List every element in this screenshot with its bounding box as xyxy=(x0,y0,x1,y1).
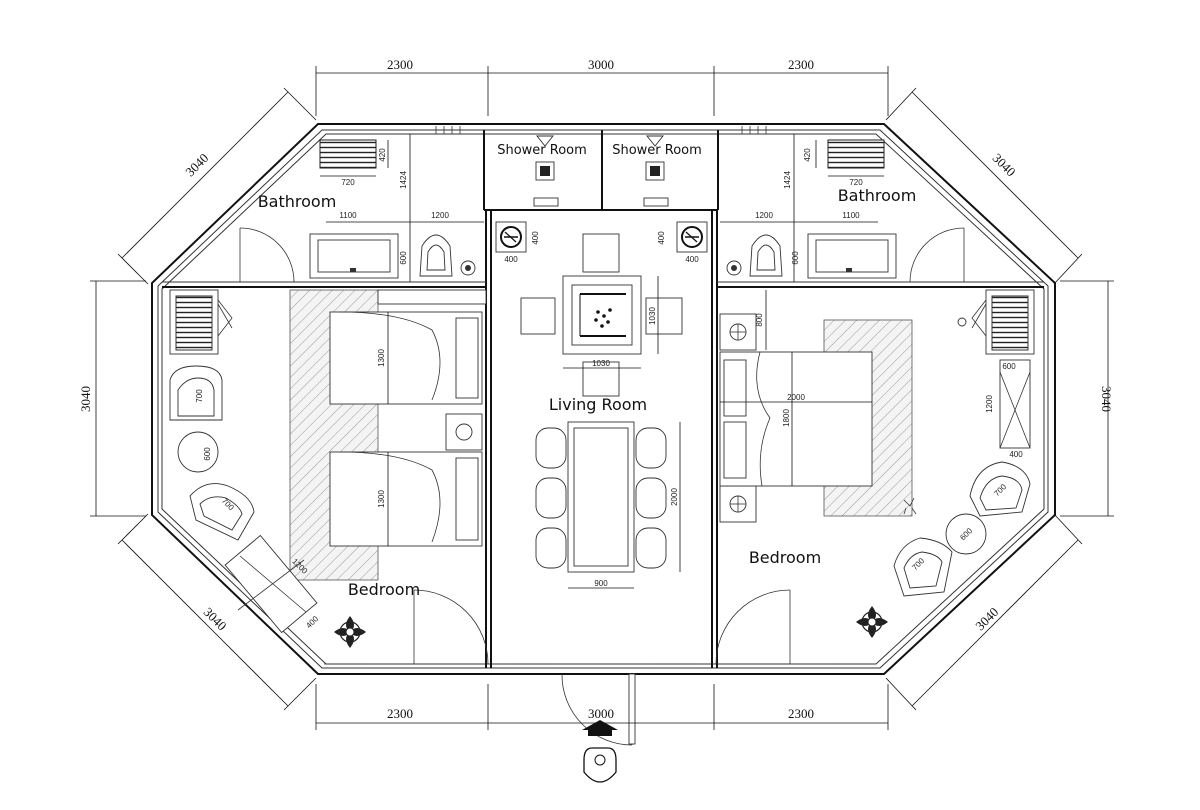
bathroom-left-label: Bathroom xyxy=(258,192,337,211)
chair-icon xyxy=(520,297,556,335)
dim-bottom-right: 2300 xyxy=(788,706,814,721)
dim-label: 1100 xyxy=(339,211,357,220)
dim-label: 2000 xyxy=(787,393,805,402)
drain-grate-icon xyxy=(540,166,550,176)
dim-label: 700 xyxy=(195,389,204,403)
bathroom-right: 720 420 1424 1200 1100 600 Bathroom xyxy=(720,134,916,282)
dim-label: 1800 xyxy=(782,409,791,427)
dim-label: 720 xyxy=(341,178,355,187)
dim-label: 600 xyxy=(399,251,408,265)
drain-grate-icon xyxy=(650,166,660,176)
dim-top-center: 3000 xyxy=(588,57,614,72)
dim-top-left: 2300 xyxy=(387,57,413,72)
towel-rack-icon xyxy=(319,139,377,169)
lamp-icon xyxy=(903,497,917,515)
dim-label: 1300 xyxy=(377,490,386,508)
bathroom-left: 720 420 1424 1100 1200 600 Bathroom xyxy=(258,134,484,282)
dim-label: 400 xyxy=(685,255,699,264)
dim-label: 420 xyxy=(803,148,812,162)
interior-walls xyxy=(162,130,1044,746)
entrance-arrow-icon xyxy=(582,720,618,736)
dim-label: 1100 xyxy=(842,211,860,220)
dim-label: 400 xyxy=(531,231,540,245)
person-icon xyxy=(583,747,617,783)
entrance xyxy=(582,720,618,783)
dim-label: 1200 xyxy=(985,395,994,413)
shower-valve-icon xyxy=(533,197,559,207)
dim-label: 600 xyxy=(1002,362,1016,371)
plant-icon xyxy=(856,606,888,638)
dim-label: 1300 xyxy=(377,349,386,367)
bathtub-inner xyxy=(815,239,889,273)
shower-room-right: Shower Room xyxy=(612,135,702,207)
chair-icon xyxy=(645,297,683,335)
dim-left-side: 3040 xyxy=(78,386,93,412)
shower-valve-icon xyxy=(643,197,669,207)
bathtub-inner xyxy=(317,239,391,273)
towel-rack-icon xyxy=(827,139,885,169)
dim-label: 900 xyxy=(594,579,608,588)
dim-lower-left-diag: 3040 xyxy=(201,604,230,633)
dim-bottom-center: 3000 xyxy=(588,706,614,721)
nightstand-icon xyxy=(719,485,757,523)
dim-label: 400 xyxy=(504,255,518,264)
dim-label: 1424 xyxy=(399,171,408,189)
cabinet-icon xyxy=(999,359,1031,449)
shower-room-left: Shower Room xyxy=(497,135,587,207)
living-room: 400 400 400 400 1030 1030 Living Room xyxy=(324,126,876,665)
side-table-icon xyxy=(177,431,219,473)
dim-label: 420 xyxy=(378,148,387,162)
plant-icon xyxy=(334,616,366,648)
dim-lower-right-diag: 3040 xyxy=(972,604,1001,633)
dim-upper-left-diag: 3040 xyxy=(182,150,211,179)
shower-head-icon xyxy=(646,135,664,147)
side-table-icon xyxy=(945,513,987,555)
dim-label: 1200 xyxy=(755,211,773,220)
chair-icon xyxy=(535,477,567,519)
bedroom-left: 1300 1300 700 600 700 1200 400 xyxy=(169,289,487,648)
dim-label: 1030 xyxy=(648,307,657,325)
dim-label: 400 xyxy=(657,231,666,245)
chair-icon xyxy=(582,233,620,273)
dim-right-side: 3040 xyxy=(1099,386,1114,412)
dim-label: 1200 xyxy=(431,211,449,220)
bedroom-left-label: Bedroom xyxy=(348,580,420,599)
chair-icon xyxy=(635,477,667,519)
knob-icon xyxy=(957,317,967,327)
dim-label: 800 xyxy=(755,313,764,327)
dim-top-right: 2300 xyxy=(788,57,814,72)
bedroom-right-label: Bedroom xyxy=(749,548,821,567)
dim-label: 600 xyxy=(203,447,212,461)
bathroom-right-label: Bathroom xyxy=(838,186,917,205)
shower-room-right-label: Shower Room xyxy=(612,143,702,158)
dim-label: 400 xyxy=(304,614,320,630)
dim-label: 2000 xyxy=(670,488,679,506)
dim-label: 720 xyxy=(849,178,863,187)
dim-label: 600 xyxy=(791,251,800,265)
dim-label: 1030 xyxy=(592,359,610,368)
shower-head-icon xyxy=(536,135,554,147)
dim-label: 1424 xyxy=(783,171,792,189)
dim-bottom-left: 2300 xyxy=(387,706,413,721)
chair-icon xyxy=(635,427,667,469)
living-room-label: Living Room xyxy=(549,395,647,414)
bedroom-right: 800 2000 1800 600 1200 400 700 600 700 xyxy=(719,289,1035,638)
chair-icon xyxy=(635,527,667,569)
dim-upper-right-diag: 3040 xyxy=(990,150,1019,179)
dim-label: 400 xyxy=(1009,450,1023,459)
chair-icon xyxy=(535,427,567,469)
shower-room-left-label: Shower Room xyxy=(497,143,587,158)
chair-icon xyxy=(535,527,567,569)
